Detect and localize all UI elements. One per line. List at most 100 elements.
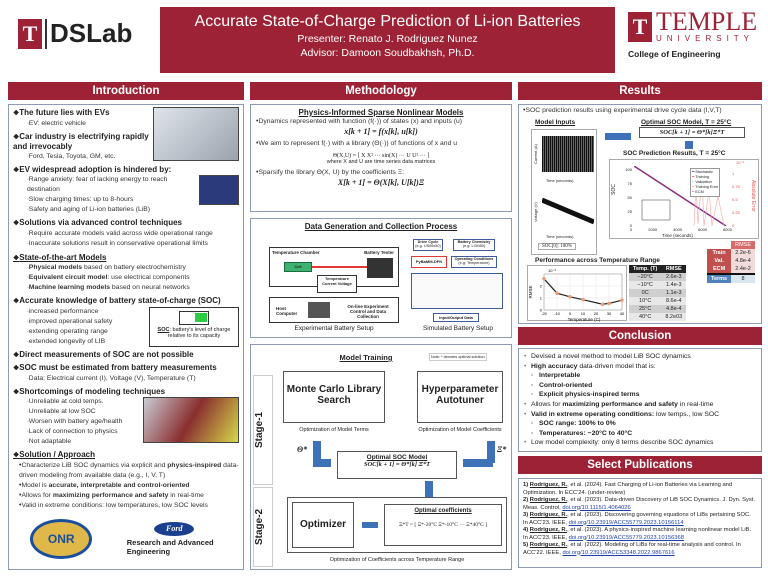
current-plot [542,136,594,172]
label: (e.g. LGM50) [462,244,486,248]
battery-tester-icon [367,258,393,278]
text: based on battery electrochemistry [82,264,186,271]
sponsor-logos: ONR Ford Research and Advanced Engineeri… [13,518,239,559]
text: data-driven model that is: [577,362,656,370]
arrow-icon [313,441,321,463]
conclusion-item: •Low model complexity: only 8 terms desc… [524,439,714,447]
host-computer-box: Host Computer On-line Experiment Control… [269,297,399,323]
legend-item: ╍ ECM [692,190,704,194]
label: Battery Chemistry [457,240,491,244]
publication-item: 2) Rodriguez, R., et al. (2023). Data-dr… [523,497,757,512]
soc-definition: : battery's level of charge relative to … [167,326,231,340]
bold-text: Explicit physics-inspired terms [539,391,640,399]
list-item: extended longevity of LIB [27,337,239,347]
college: College of Engineering [628,49,721,59]
data-point [600,302,605,307]
legend-item: ┈ Validation [692,180,712,184]
pub-doi-link[interactable]: doi.org/10.23919/ACC55779.2023.10156368 [568,534,684,541]
conclusion-item: ▫Explicit physics-inspired terms [531,391,640,399]
caption: Optimization of Model Coefficients [418,427,502,433]
label: Temperature Chamber [272,250,320,255]
pub-doi-link[interactable]: doi.org/10.1115/1.4064026 [562,504,631,511]
list-item: Safety and aging of Li-ion batteries (Li… [27,205,239,215]
stage-2-box: Optimizer Optimal coefficients Ξ*T = [ Ξ… [287,497,507,553]
equation: x[k + 1] = f(x[k], u[k]) [344,127,418,136]
cell: Terms [707,274,732,283]
label: Optimal coefficients [414,508,472,514]
cell: 0C [629,289,662,297]
list-item: SOC prediction results using experimenta… [523,106,761,116]
pub-doi-link[interactable]: doi.org/10.23919/ACC53348.2022.9867616 [562,549,675,556]
pub-author: Rodriguez, R. [529,527,568,533]
bold-text: Temperatures: −20°C to 40°C [539,429,633,437]
list-item: Range anxiety: fear of lacking energy to… [27,175,239,195]
y-exponent: 10⁻³ [548,268,557,273]
tick: 0.75 [732,184,740,189]
arrow-icon [487,441,495,463]
soc-term: SOC [157,326,170,333]
model-training-panel: Model Training Note: * denotes optimal s… [250,344,512,570]
equation-note: where X and U are time series data matri… [326,159,436,165]
arrow-icon [605,133,631,140]
poster-title: Accurate State-of-Charge Prediction of L… [194,13,581,30]
cell: 2.6e-3 [661,273,687,281]
theta-label: Θ* [297,445,308,454]
model-inputs-figure: Current (A) Time (seconds) Voltage (V) T… [531,129,597,255]
dslab-logo: T DSLab [18,18,132,49]
list-item: EV: electric vehicle [27,119,239,129]
cell: 4.8e-4 [661,305,687,313]
text: Characterize LiB SOC dynamics via explic… [21,461,168,469]
tick: 8000 [723,227,732,232]
legend-label: Training [695,175,709,179]
plot-frame [543,273,623,311]
ford-logo: Ford [154,521,195,536]
soc-definition-box: SOC: battery's level of charge relative … [149,306,239,347]
tick: 4000 [673,227,683,232]
conclusion-item: ▫Temperatures: −20°C to 40°C [531,429,633,437]
table-row: Val.4.8e-4 [707,257,755,265]
optimal-coefficients-box: Optimal coefficients Ξ*T = [ Ξ*-20°C Ξ*-… [384,504,502,546]
panel-title: Data Generation and Collection Process [304,222,458,231]
x-tick-label: 0 [569,311,572,316]
ford-block: Ford Research and Advanced Engineering [126,521,222,556]
pub-number: 2) [523,497,529,503]
cell: 2.4e-2 [731,265,755,274]
ev-image [153,107,239,161]
simulation-plots [411,273,503,309]
heading: SOC must be estimated from battery measu… [13,363,239,374]
lab-name: DSLab [50,18,133,48]
ford-subtitle: Research and Advanced Engineering [126,537,214,556]
cell-icon: Cell [284,262,312,272]
monte-carlo-box: Monte Carlo Library Search [283,371,385,423]
x-tick-label: 30 [607,311,612,316]
data-point [555,291,559,295]
pub-text: , et al. (2024). Fast Charging of Li-ion… [523,482,733,496]
section-publications: Select Publications [518,456,762,474]
x-tick-label: 40 [620,311,625,316]
pub-author: Rodriguez, R. [529,542,568,548]
pub-text: , et al. (2023). A physics-inspired mach… [523,527,752,541]
legend-label: Validation [695,180,712,184]
tick: 0.25 [732,210,740,215]
onr-logo: ONR [30,518,93,559]
heading: EV widespread adoption is hindered by: [13,165,239,176]
list-item: Unreliable at low SOC [27,407,239,417]
tick: 0 [629,223,632,228]
pub-doi-link[interactable]: doi.org/10.23919/ACC55779.2023.10156114 [568,519,684,526]
university-name: TEMPLE [656,7,758,36]
library-matrix: Θ(X,U) = [ X X² ··· sin(X) ··· U U² ··· … [332,153,430,159]
pub-number: 3) [523,512,529,518]
operating-conditions-box: Operating Conditions(e.g. Temperature) [451,256,497,268]
equation: Ξ*T = [ Ξ*-20°C Ξ*-10°C ··· Ξ*40°C ] [398,522,488,528]
publications-panel: 1) Rodriguez, R., et al. (2024). Fast Ch… [518,478,762,568]
note: Note: * denotes optimal solution [429,353,487,361]
pub-author: Rodriguez, R. [529,482,568,488]
heading: State-of-the-art Models [13,253,239,264]
list-item: Physical models based on battery electro… [27,263,239,273]
text: Devised a novel method to model LiB SOC … [531,353,691,360]
